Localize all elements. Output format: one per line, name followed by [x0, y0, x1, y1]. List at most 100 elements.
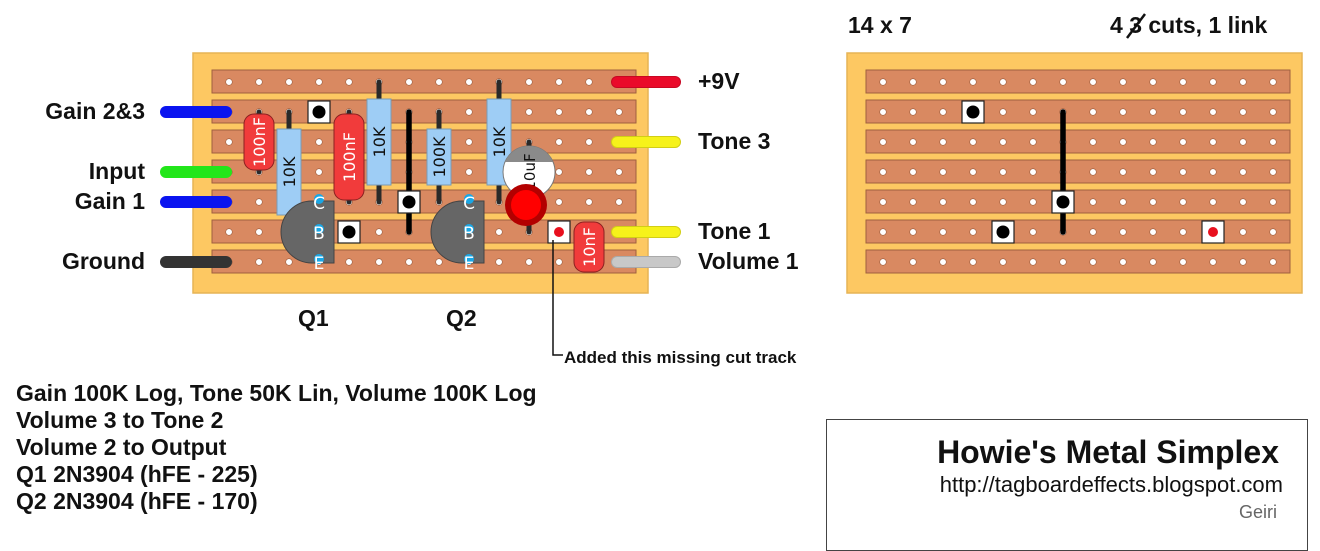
track-hole: [1149, 228, 1157, 236]
track-hole: [969, 168, 977, 176]
track-hole: [615, 168, 623, 176]
track-hole: [1089, 168, 1097, 176]
track-hole: [465, 138, 473, 146]
q1-label: Q1: [298, 305, 329, 331]
track-hole: [1269, 228, 1277, 236]
added-cut-annotation: Added this missing cut track: [564, 348, 797, 367]
cuts-count-rest: cuts, 1 link: [1148, 12, 1268, 38]
transistor-pin-marker: [464, 254, 474, 264]
wire-label: Gain 1: [74, 188, 145, 214]
cuts-layout-board: [846, 52, 1303, 294]
track-hole: [525, 78, 533, 86]
copper-track: [211, 219, 637, 244]
track-strip: [211, 159, 637, 184]
track-hole: [465, 78, 473, 86]
resistor-body: [276, 128, 302, 216]
track-hole: [615, 108, 623, 116]
track-strip: [865, 99, 1291, 124]
wire-label: +9V: [698, 68, 740, 94]
wire-volume-1: [611, 256, 681, 268]
track-hole: [909, 108, 917, 116]
wire-tone-3: [611, 136, 681, 148]
track-hole: [909, 228, 917, 236]
wire--9v: [611, 76, 681, 88]
track-hole: [969, 258, 977, 266]
track-hole: [555, 138, 563, 146]
copper-track: [211, 249, 637, 274]
track-hole: [225, 78, 233, 86]
track-hole: [969, 138, 977, 146]
track-hole: [969, 78, 977, 86]
cut-dot: [554, 227, 564, 237]
cut-dot: [342, 225, 356, 239]
film-cap-body: [573, 221, 605, 273]
track-strip: [865, 189, 1291, 214]
cuts-count-new: 4: [1110, 12, 1123, 38]
c2-film-cap: 100nF: [333, 109, 365, 205]
track-hole: [879, 198, 887, 206]
wire-label: Input: [88, 158, 145, 184]
track-hole: [465, 168, 473, 176]
track-strip: [211, 129, 637, 154]
track-hole: [909, 138, 917, 146]
track-hole: [909, 198, 917, 206]
track-hole: [879, 228, 887, 236]
wire-gain-1: [160, 196, 232, 208]
cut-dot: [1056, 195, 1070, 209]
track-hole: [1089, 228, 1097, 236]
track-hole: [615, 198, 623, 206]
track-hole: [225, 228, 233, 236]
transistor-pin-label-e: E: [314, 254, 325, 274]
c1-film-cap: 100nF: [243, 109, 275, 175]
author: Geiri: [1238, 502, 1277, 522]
track-hole: [1059, 258, 1067, 266]
wire-label: Gain 2&3: [45, 98, 145, 124]
strikethrough-icon: [1126, 13, 1147, 39]
component-value-label: 10nF: [580, 227, 599, 267]
track-hole: [1179, 108, 1187, 116]
track-hole: [1239, 78, 1247, 86]
track-cut: [307, 100, 331, 124]
track-hole: [525, 258, 533, 266]
track-hole: [1119, 108, 1127, 116]
track-hole: [879, 168, 887, 176]
track-strip: [865, 69, 1291, 94]
track-strip: [211, 249, 637, 274]
track-strip: [865, 249, 1291, 274]
track-hole: [999, 258, 1007, 266]
track-hole: [585, 78, 593, 86]
track-hole: [1209, 198, 1217, 206]
copper-track: [865, 219, 1291, 244]
track-hole: [315, 168, 323, 176]
transistor-pin-marker: [314, 194, 324, 204]
track-strip: [865, 159, 1291, 184]
transistor-pin-label-b: B: [463, 224, 475, 244]
track-hole: [1209, 78, 1217, 86]
note-volume2: Volume 2 to Output: [16, 434, 227, 460]
component-value-label: 10K: [490, 126, 509, 157]
copper-track: [865, 189, 1291, 214]
track-hole: [1239, 228, 1247, 236]
track-hole: [1209, 108, 1217, 116]
track-hole: [255, 78, 263, 86]
track-hole: [879, 258, 887, 266]
site-url: http://tagboardeffects.blogspot.com: [939, 472, 1283, 497]
note-q2: Q2 2N3904 (hFE - 170): [16, 488, 258, 514]
track-hole: [939, 108, 947, 116]
r2-resistor: 10K: [366, 79, 392, 205]
film-cap-body: [243, 113, 275, 171]
track-hole: [375, 228, 383, 236]
track-cut: [1051, 190, 1075, 214]
track-hole: [999, 78, 1007, 86]
copper-track: [865, 159, 1291, 184]
track-hole: [1269, 258, 1277, 266]
transistor-pin-marker: [464, 194, 474, 204]
track-hole: [999, 108, 1007, 116]
track-hole: [1059, 78, 1067, 86]
transistor-q1: CBE: [280, 194, 335, 274]
copper-track: [865, 249, 1291, 274]
track-hole: [345, 258, 353, 266]
component-value-label: 100K: [430, 136, 449, 178]
track-hole: [909, 78, 917, 86]
track-hole: [1119, 228, 1127, 236]
